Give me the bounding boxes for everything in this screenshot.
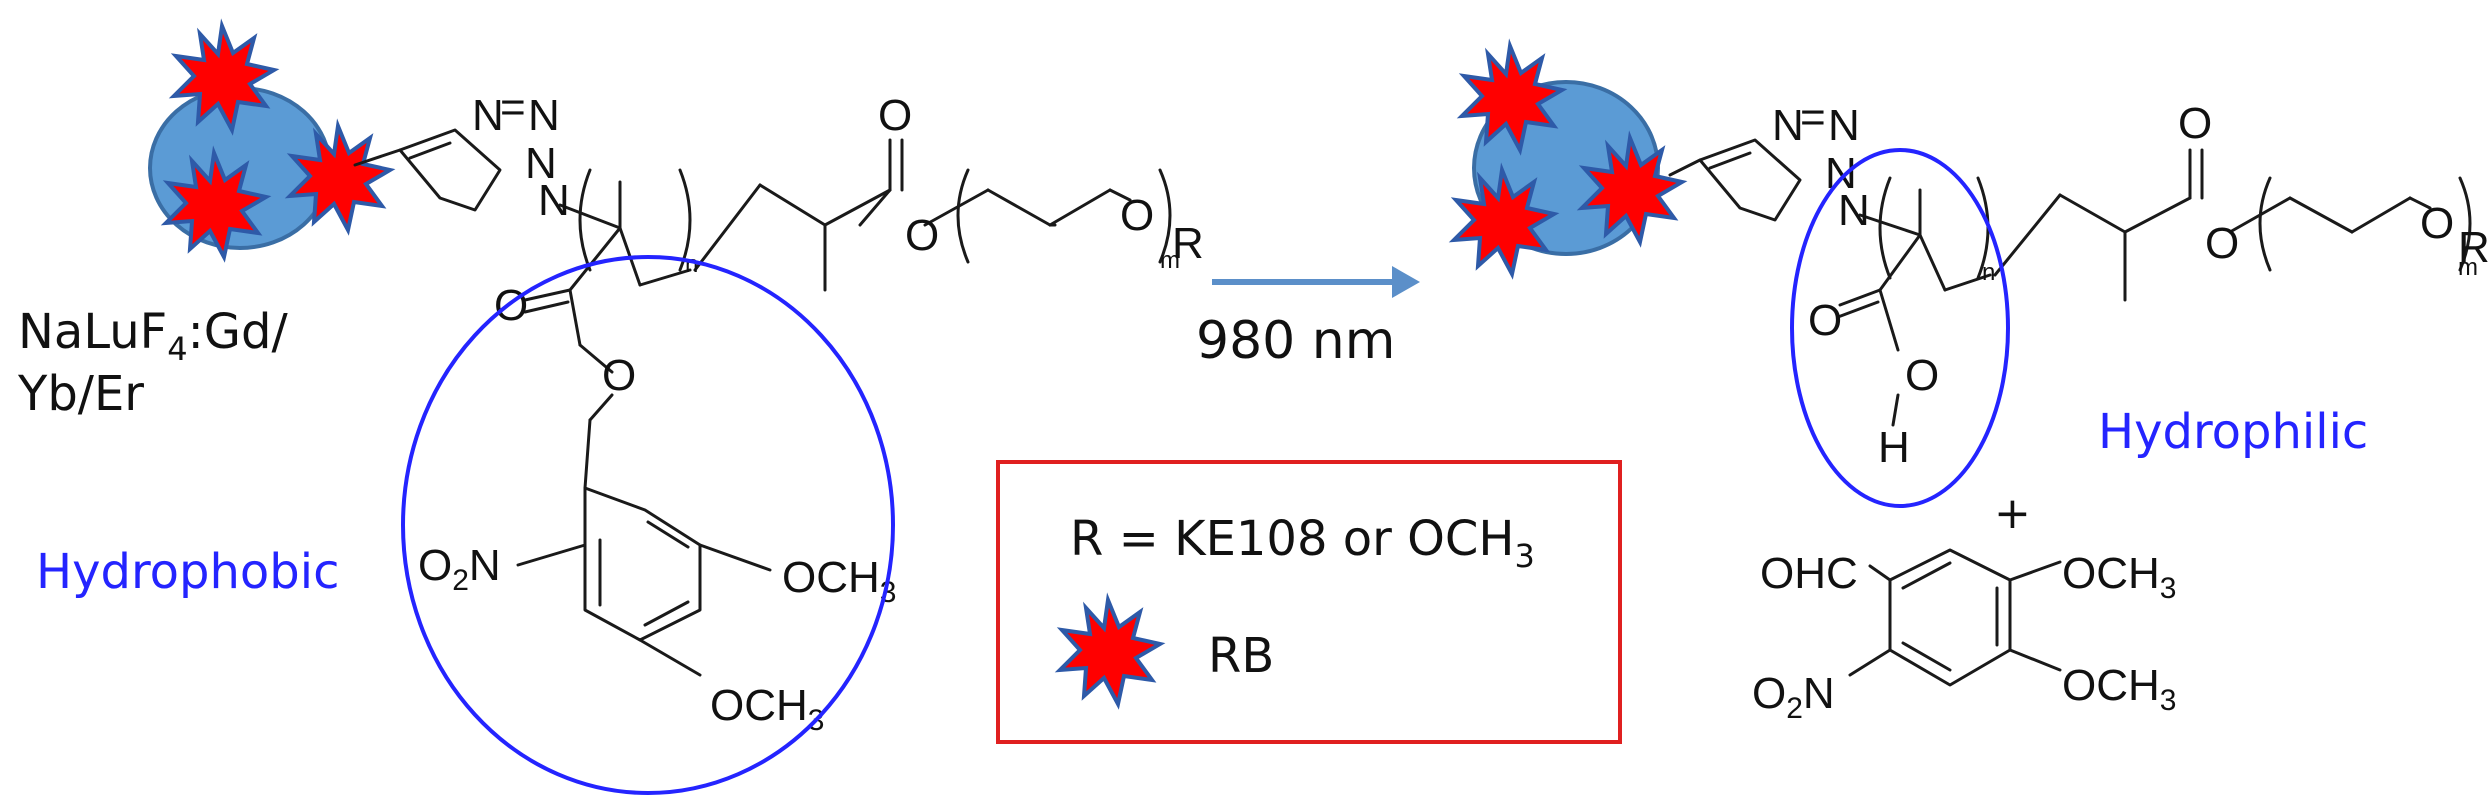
svg-text:O: O: [2205, 219, 2239, 268]
reaction-arrow: [1212, 266, 1420, 298]
svg-text:O: O: [2420, 199, 2454, 248]
svg-text:OCH3: OCH3: [2062, 549, 2176, 605]
svg-text:O: O: [1905, 351, 1939, 400]
svg-text:O: O: [1120, 191, 1154, 240]
plus-sign: +: [1994, 488, 2031, 539]
hydrophobic-label: Hydrophobic: [36, 544, 339, 600]
svg-text:N: N: [1838, 186, 1870, 235]
svg-text:=: =: [1800, 93, 1826, 142]
svg-text:=: =: [500, 83, 526, 132]
svg-text:N: N: [525, 139, 557, 188]
svg-text:O2N: O2N: [418, 541, 501, 597]
svg-text:O: O: [1808, 296, 1842, 345]
svg-text:n: n: [1982, 259, 1995, 286]
svg-text:N: N: [1772, 101, 1804, 150]
svg-text:OCH3: OCH3: [782, 553, 896, 609]
svg-text:N: N: [1828, 101, 1860, 150]
legend-box: R = KE108 or OCH3 RB: [996, 460, 1622, 744]
right-nanoparticle-group: [1452, 44, 1684, 276]
left-atom-labels: N = N N N O O O m R O O n O2N OCH3 OCH3: [418, 83, 1204, 737]
right-atom-labels: N = N N N O O O m R O O H n: [1772, 93, 2490, 472]
left-polymer-structure: [353, 128, 1172, 677]
svg-text:O: O: [602, 351, 636, 400]
left-nanoparticle-group: [148, 24, 392, 259]
svg-text:O: O: [494, 281, 528, 330]
svg-text:R: R: [2458, 223, 2490, 272]
svg-text:R: R: [1172, 219, 1204, 268]
right-polymer-structure: [1668, 138, 2472, 427]
svg-text:OCH3: OCH3: [2062, 661, 2176, 717]
legend-r-definition: R = KE108 or OCH3: [1070, 511, 1535, 575]
svg-text:N: N: [528, 91, 560, 140]
hydrophilic-highlight-circle: [1790, 148, 2010, 508]
svg-text:N: N: [472, 91, 504, 140]
legend-rb-label: RB: [1208, 628, 1274, 684]
hydrophobic-highlight-circle: [401, 255, 895, 795]
nanoparticle-composition-label-line2: Yb/Er: [17, 366, 144, 422]
svg-text:O: O: [905, 211, 939, 260]
svg-text:O2N: O2N: [1752, 669, 1835, 725]
byproduct-structure: [1848, 548, 2062, 687]
svg-text:O: O: [2178, 99, 2212, 148]
irradiation-wavelength-label: 980 nm: [1196, 311, 1395, 371]
nanoparticle-composition-label: NaLuF4:Gd/: [18, 304, 288, 368]
svg-text:m: m: [1160, 247, 1180, 274]
svg-text:O: O: [878, 91, 912, 140]
svg-text:n: n: [685, 251, 698, 278]
byproduct-atom-labels: OHC OCH3 OCH3 O2N: [1752, 549, 2176, 725]
svg-text:N: N: [538, 176, 570, 225]
svg-text:H: H: [1878, 423, 1910, 472]
svg-text:m: m: [2458, 254, 2478, 281]
hydrophilic-label: Hydrophilic: [2098, 404, 2368, 460]
svg-text:OHC: OHC: [1760, 549, 1858, 598]
